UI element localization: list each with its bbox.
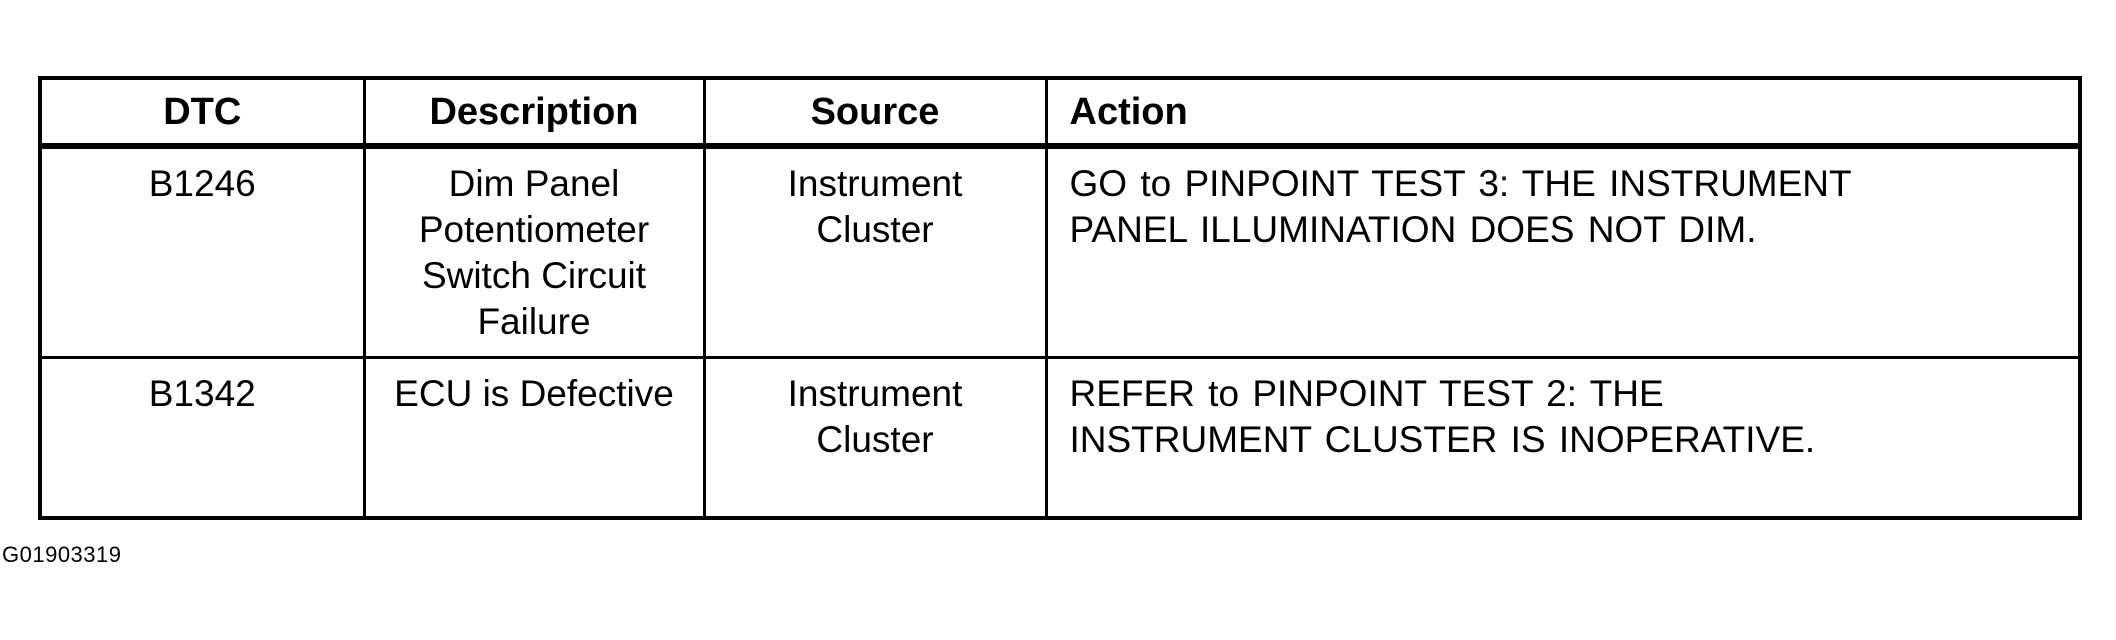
action-line: REFER to PINPOINT TEST 2: THE [1069, 372, 1664, 414]
dtc-code: B1246 [148, 163, 256, 204]
header-action: Action [1044, 76, 2082, 149]
source-cell: Instrument Cluster [702, 144, 1048, 359]
source-cell: Instrument Cluster [702, 355, 1048, 520]
table-header-row: DTC Description Source Action [38, 76, 2082, 149]
table-row: B1246 Dim Panel Potentiometer Switch Cir… [38, 144, 2082, 359]
dtc-code: B1342 [148, 372, 256, 414]
source-line: Instrument [787, 163, 963, 204]
description-line: Failure [477, 301, 591, 342]
source-line: Cluster [816, 418, 934, 460]
dtc-table: DTC Description Source Action B1246 Dim … [38, 76, 2082, 520]
header-source: Source [702, 76, 1048, 149]
action-line: INSTRUMENT CLUSTER IS INOPERATIVE. [1069, 418, 1816, 460]
description-line: Dim Panel [448, 163, 620, 204]
action-line: PANEL ILLUMINATION DOES NOT DIM. [1069, 209, 1757, 250]
description-line: ECU is Defective [394, 372, 674, 414]
dtc-code-cell: B1342 [38, 355, 366, 520]
table-row: B1342 ECU is Defective Instrument Cluste… [38, 355, 2082, 520]
description-cell: ECU is Defective [362, 355, 706, 520]
header-description: Description [362, 76, 706, 149]
description-cell: Dim Panel Potentiometer Switch Circuit F… [362, 144, 706, 359]
action-line: GO to PINPOINT TEST 3: THE INSTRUMENT [1069, 163, 1852, 204]
description-line: Potentiometer [418, 209, 650, 250]
header-dtc: DTC [38, 76, 366, 149]
figure-id: G01903319 [2, 542, 122, 567]
source-line: Cluster [816, 209, 934, 250]
description-line: Switch Circuit [421, 255, 647, 296]
source-line: Instrument [787, 372, 963, 414]
dtc-code-cell: B1246 [38, 144, 366, 359]
action-cell: REFER to PINPOINT TEST 2: THE INSTRUMENT… [1044, 355, 2082, 520]
action-cell: GO to PINPOINT TEST 3: THE INSTRUMENT PA… [1044, 144, 2082, 359]
